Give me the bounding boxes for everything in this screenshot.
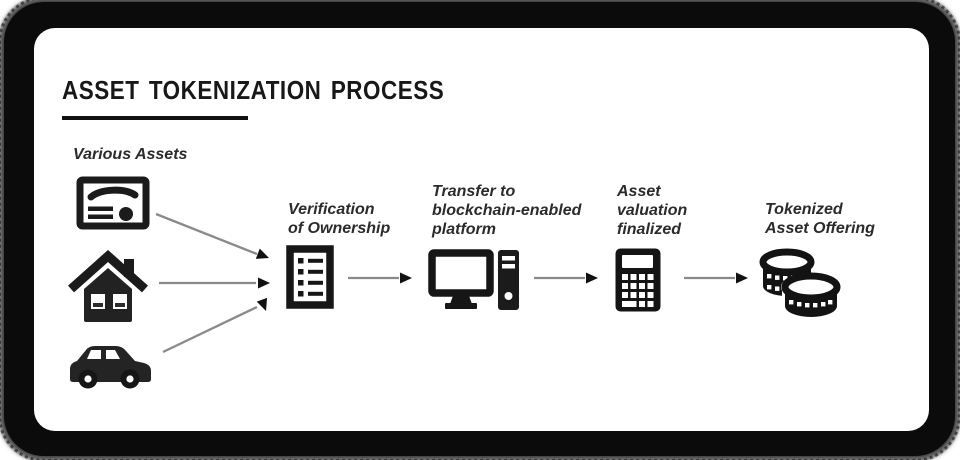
desktop-computer-icon [428,249,520,311]
certificate-icon [76,176,150,230]
stage-label-verification: Verification of Ownership [288,201,391,237]
various-assets-label: Various Assets [73,146,188,163]
car-icon [64,339,156,391]
house-icon [66,250,150,326]
stage-label-transfer: Transfer to blockchain-enabled platform [432,183,582,238]
stage-label-valuation: Asset valuation finalized [617,183,688,238]
calculator-icon [614,247,662,313]
coins-icon [756,245,842,321]
page-title: ASSET TOKENIZATION PROCESS [62,77,445,105]
title-underline [62,116,248,120]
checklist-icon [286,245,334,309]
diagram-card: ASSET TOKENIZATION PROCESS Various Asset… [34,28,929,431]
stage-label-tokenized: Tokenized Asset Offering [765,201,875,237]
